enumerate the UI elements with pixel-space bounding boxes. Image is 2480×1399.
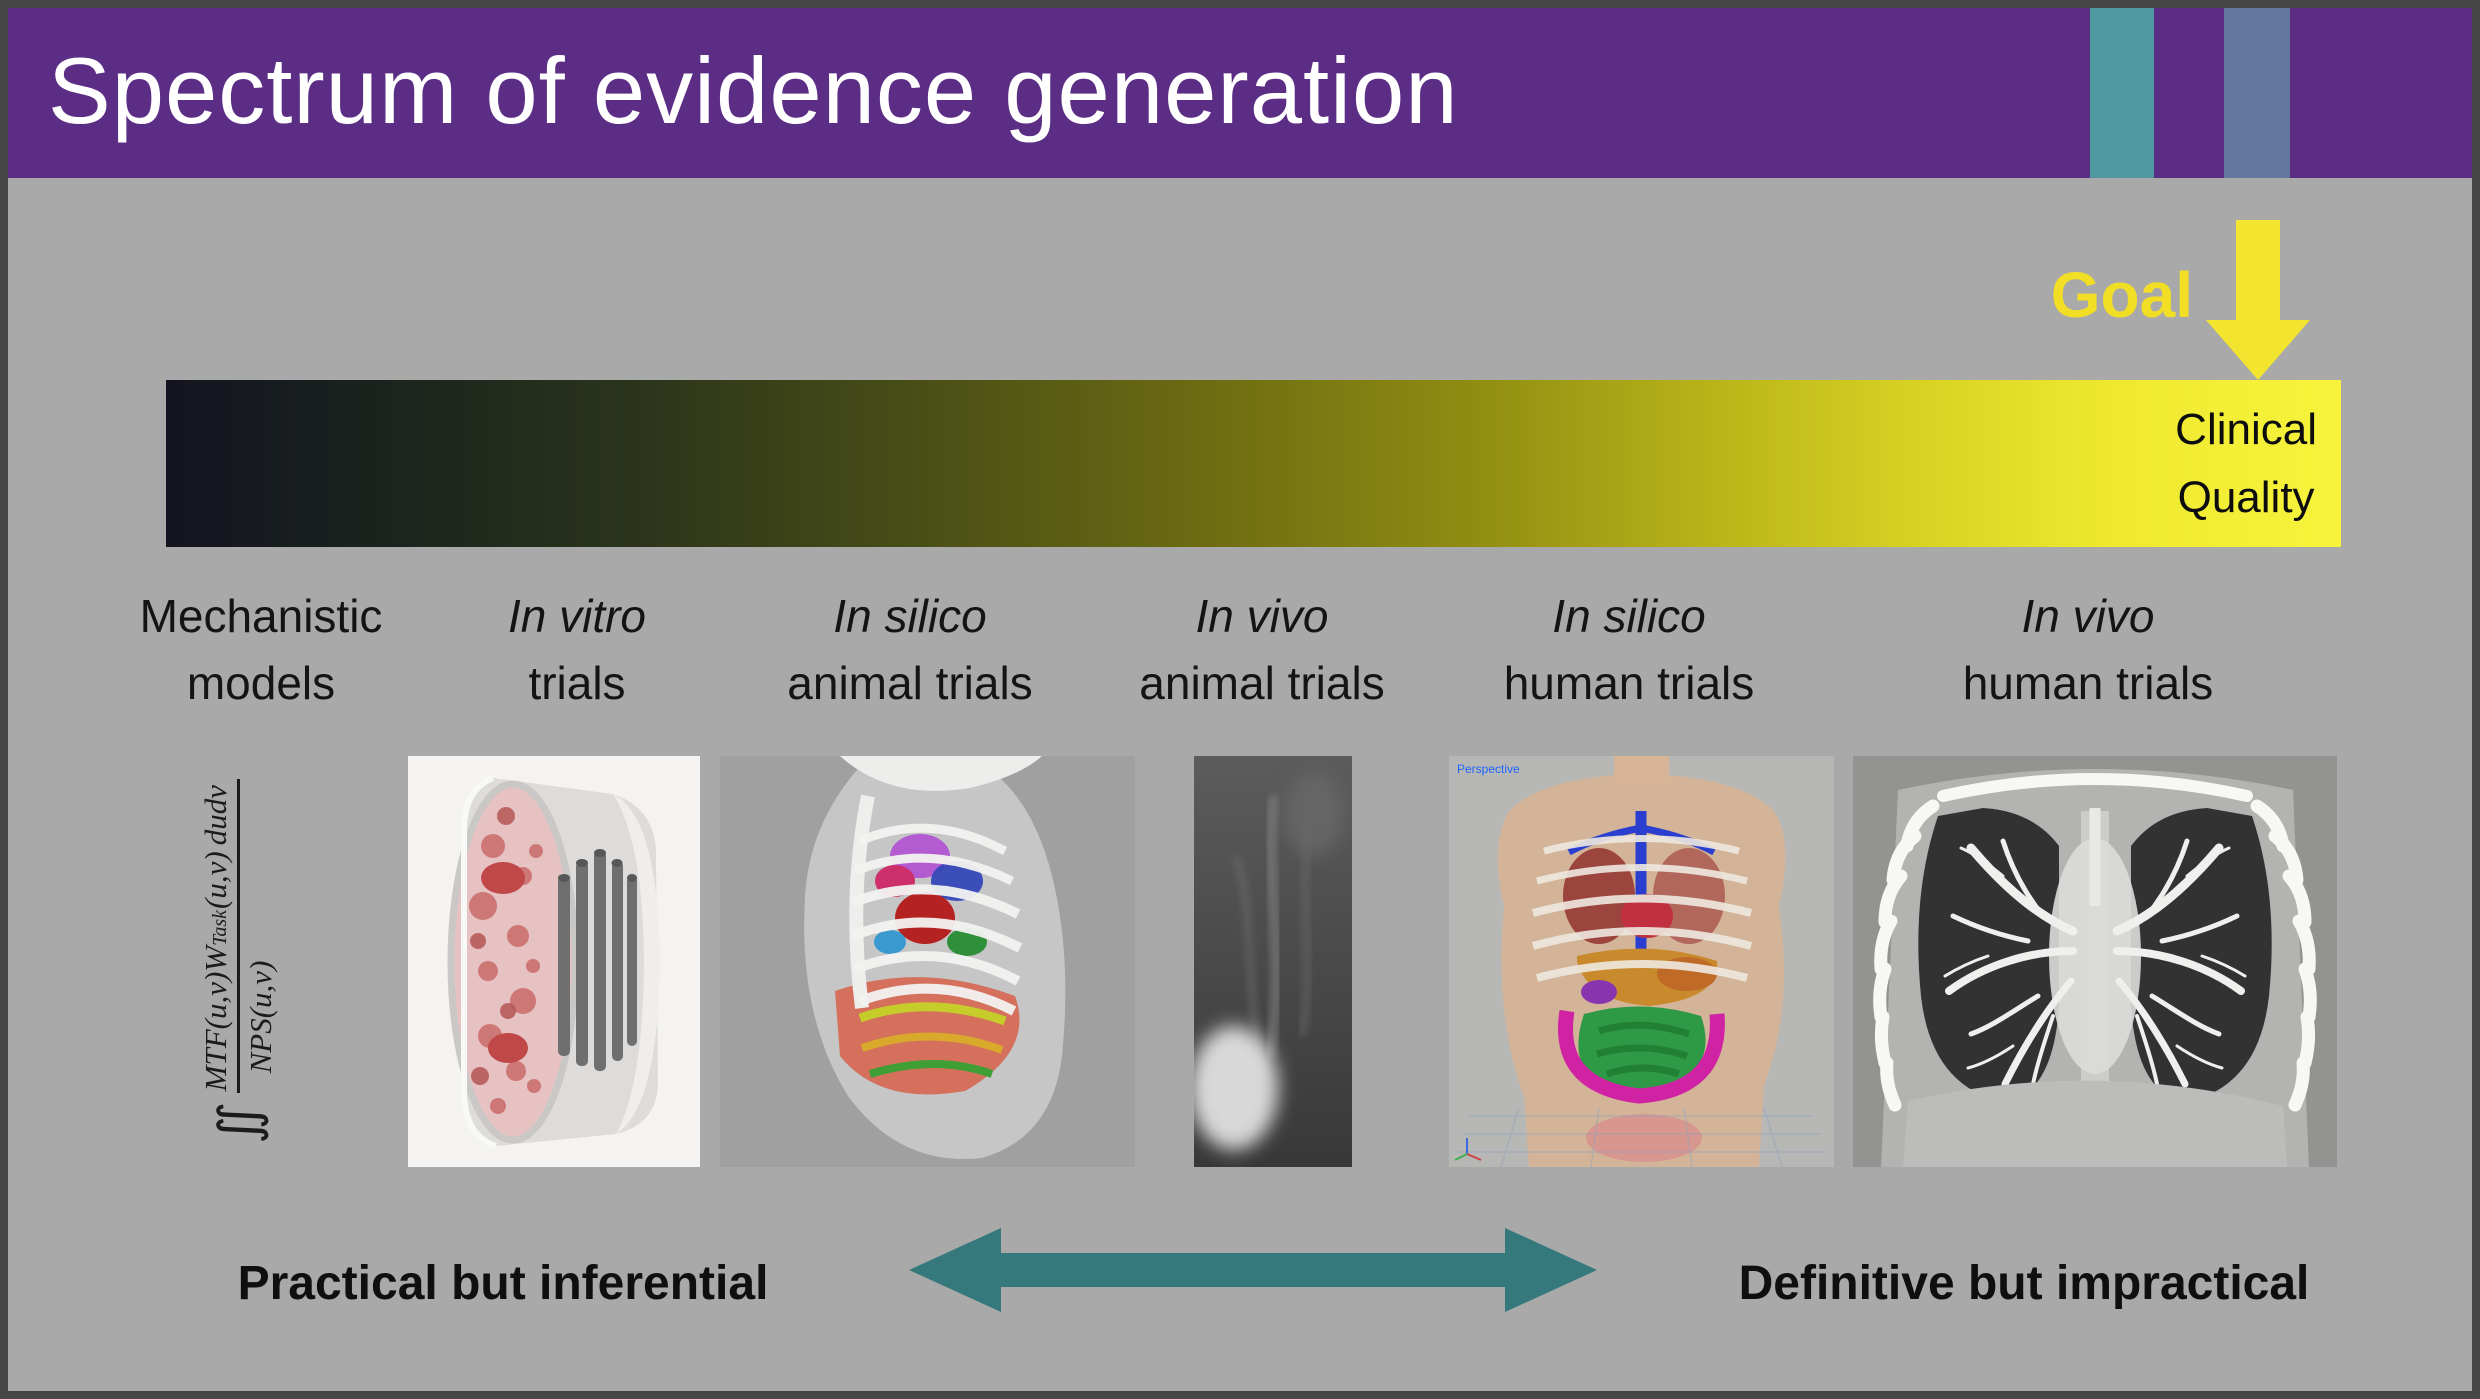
formula-w-subscript: Task — [208, 909, 231, 946]
tradeoff-double-arrow-icon — [909, 1228, 1597, 1312]
category-in-silico-animal-trials: In silico animal trials — [710, 583, 1110, 716]
category-label-line2: human trials — [1503, 656, 1755, 709]
header-bar: Spectrum of evidence generation — [8, 8, 2472, 178]
clinical-quality-line1: Clinical — [2175, 404, 2317, 454]
formula-w-term: W — [197, 945, 233, 972]
definitive-but-impractical-label: Definitive but impractical — [1738, 1257, 2310, 1310]
category-in-vivo-human-trials: In vivo human trials — [1878, 583, 2298, 716]
formula-denominator: NPS(u,v) — [242, 960, 278, 1074]
goal-label: Goal — [2050, 259, 2193, 331]
practical-but-inferential-label: Practical but inferential — [237, 1257, 769, 1310]
formula-fraction: MTF(u,v) W Task (u,v) dudv NPS(u,v) — [197, 779, 279, 1094]
clinical-quality-line2: Quality — [2177, 472, 2315, 522]
in-silico-human-image: Perspective — [1449, 756, 1834, 1167]
double-integral-symbol: ∬ — [208, 1101, 268, 1144]
category-label-line1: In vivo — [1195, 590, 1329, 642]
animal-ct-scan — [1194, 756, 1352, 1167]
viewport-perspective-label: Perspective — [1457, 762, 1520, 776]
header-accent-stripe-slate — [2224, 8, 2290, 178]
axis-gizmo-icon — [1454, 1138, 1482, 1161]
goal-down-arrow-icon — [2206, 220, 2310, 380]
category-label-line1: In vivo — [2021, 590, 2155, 642]
in-vivo-animal-ct-image — [1194, 756, 1352, 1167]
mechanistic-model-formula: ∬ MTF(u,v) W Task (u,v) dudv NPS(u,v) — [158, 756, 318, 1167]
category-in-vivo-animal-trials: In vivo animal trials — [1062, 583, 1462, 716]
chest-ct-render — [1853, 756, 2337, 1167]
formula-w-args: (u,v) — [197, 851, 233, 909]
category-label-line2: human trials — [1962, 656, 2214, 709]
category-label-line2: animal trials — [787, 656, 1033, 709]
phantom-render — [408, 756, 700, 1167]
detectability-formula: ∬ MTF(u,v) W Task (u,v) dudv NPS(u,v) — [197, 779, 279, 1144]
category-label-line1: Mechanistic — [139, 590, 383, 642]
category-label-line1: In silico — [833, 590, 987, 642]
animal-anatomy-render — [720, 756, 1135, 1167]
category-mechanistic-models: Mechanistic models — [91, 583, 431, 716]
category-label-line2: trials — [528, 656, 626, 709]
in-silico-animal-image — [720, 756, 1135, 1167]
category-label-line2: animal trials — [1139, 656, 1385, 709]
category-label-line1: In silico — [1552, 590, 1706, 642]
category-in-vitro-trials: In vitro trials — [407, 583, 747, 716]
header-accent-stripe-teal — [2090, 8, 2154, 178]
in-vivo-human-ct-image — [1853, 756, 2337, 1167]
in-vitro-phantom-image — [408, 756, 700, 1167]
formula-mtf-term: MTF(u,v) — [197, 971, 233, 1092]
quality-gradient-bar: Clinical Quality — [166, 380, 2341, 547]
slide-title: Spectrum of evidence generation — [48, 37, 1459, 143]
category-label-line2: models — [186, 656, 336, 709]
formula-numerator: MTF(u,v) W Task (u,v) dudv — [197, 779, 240, 1094]
category-in-silico-human-trials: In silico human trials — [1429, 583, 1829, 716]
formula-differential: dudv — [197, 785, 233, 846]
human-anatomy-render: Perspective — [1449, 756, 1834, 1167]
category-label-line1: In vitro — [507, 590, 647, 642]
clinical-quality-label: Clinical Quality — [2175, 395, 2317, 531]
